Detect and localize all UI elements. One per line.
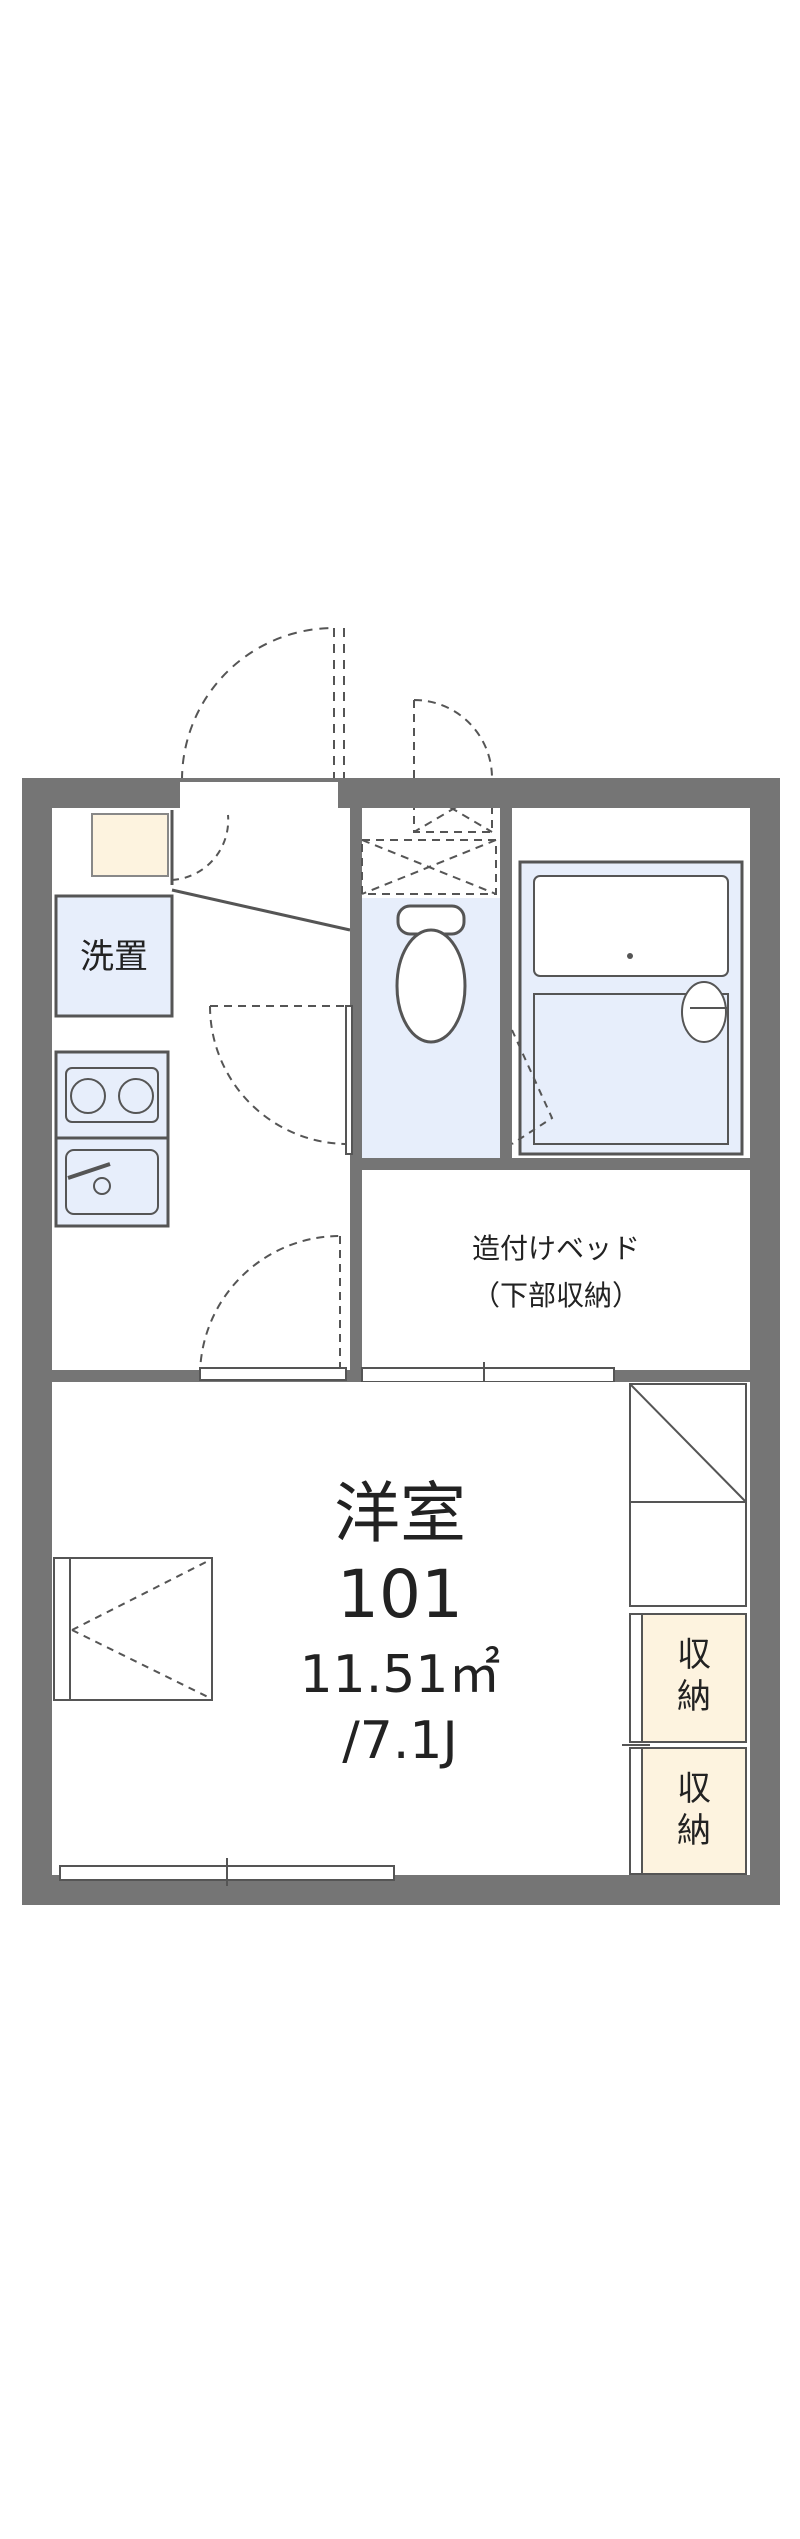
storage-closet-1: 収 納 (629, 1613, 747, 1743)
storage-2-label-b: 納 (677, 1811, 711, 1851)
bathtub-unit (511, 860, 744, 1156)
washer-space (54, 894, 174, 1018)
kitchen-sink (54, 1136, 170, 1228)
loft-sliding-panel (361, 1362, 615, 1388)
wall-bath-mid (500, 808, 512, 1168)
room-size: /7.1J (342, 1711, 458, 1771)
room-area: 11.51㎡ (300, 1645, 501, 1705)
toilet (395, 904, 467, 1044)
kitchen-stove (54, 1050, 170, 1140)
washer-label: 洗置 (80, 937, 148, 977)
wall-unit (53, 1557, 213, 1701)
storage-closet-2: 収 納 (622, 1744, 747, 1875)
bath-door (209, 1005, 353, 1155)
hall-door (199, 1235, 347, 1381)
loft-bed-note: （下部収納） (472, 1279, 640, 1312)
room-number: 101 (337, 1556, 463, 1633)
balcony-window (59, 1858, 395, 1886)
loft-bed-label: 造付けベッド (472, 1232, 640, 1265)
storage-2-label-a: 収 (677, 1769, 711, 1809)
meter-box (413, 699, 493, 833)
room-name: 洋室 (334, 1475, 466, 1552)
storage-1-label-b: 納 (677, 1677, 711, 1717)
entrance-door (181, 627, 345, 781)
entrance-opening (180, 782, 338, 808)
wall-bath-bottom (350, 1158, 750, 1170)
shoe-box-line (171, 888, 351, 932)
entrance-step (91, 813, 169, 877)
storage-1-label-a: 収 (677, 1635, 711, 1675)
loft-bed-area (362, 1170, 750, 1370)
entry-door-swing (171, 814, 230, 881)
wall-bath-left (350, 808, 362, 1388)
pipe-shaft (361, 839, 497, 895)
staircase (629, 1383, 747, 1607)
